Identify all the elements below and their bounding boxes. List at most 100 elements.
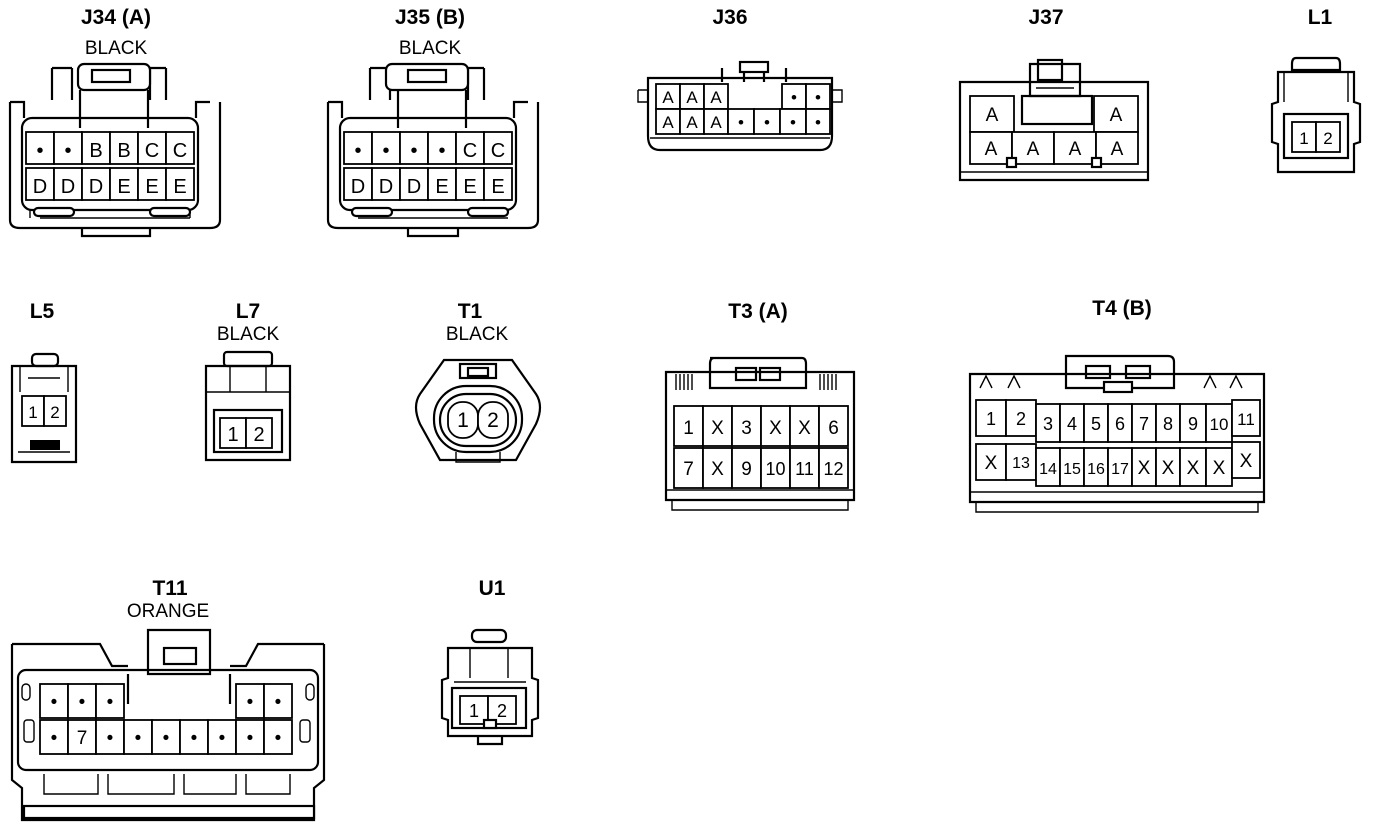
j36-pin: A — [686, 88, 698, 107]
t1-pin-grid: 1 2 — [447, 401, 509, 439]
l7-pin: 2 — [253, 424, 264, 446]
t11-pin: • — [135, 728, 142, 749]
j34-pin: B — [89, 140, 102, 162]
t11-pin: • — [275, 692, 282, 713]
t4-connector-diagram: 1 2 3 4 5 6 7 8 9 10 11 X 13 14 15 16 17… — [968, 354, 1266, 513]
u1-title: U1 — [478, 577, 506, 600]
j34-color: BLACK — [84, 38, 148, 59]
l1-pin: 1 — [1299, 129, 1308, 148]
t4-pin: X — [1240, 451, 1253, 472]
t11-pin: • — [247, 728, 254, 749]
j37-connector-diagram: A A A A A A — [958, 58, 1150, 182]
t4-pin: 7 — [1139, 414, 1149, 434]
l5-title: L5 — [29, 300, 55, 323]
l7-title: L7 — [235, 300, 261, 323]
j36-pin: • — [764, 113, 770, 132]
j35-pin: C — [463, 140, 477, 162]
t3-pin: 11 — [795, 459, 814, 479]
j34-pin: E — [173, 176, 186, 198]
t11-pin: • — [163, 728, 170, 749]
t4-title: T4 (B) — [1092, 297, 1152, 320]
j34-pin: D — [89, 176, 103, 198]
t3-pin: X — [798, 418, 811, 439]
j34-row-2: D D D E E E — [25, 167, 195, 201]
t3-pin: X — [711, 418, 724, 439]
t3-pin: 7 — [683, 459, 694, 480]
t4-pin: 11 — [1237, 410, 1255, 429]
j36-pin: • — [815, 113, 821, 132]
l5-pin: 2 — [50, 403, 59, 422]
t3-pin: 12 — [823, 459, 843, 479]
t4-pin: 16 — [1087, 461, 1105, 478]
t11-pin: • — [107, 692, 114, 713]
j34-title: J34 (A) — [80, 6, 152, 29]
t11-pin-grid: • • • • • • 7 • • • • • • • — [39, 683, 293, 755]
l5-pin-grid: 1 2 — [21, 395, 67, 427]
t4-pin: 8 — [1163, 414, 1173, 434]
t4-pin: 10 — [1210, 415, 1229, 434]
j36-pin-grid: A A A • • A A A • • • • — [655, 83, 831, 135]
t4-pin: 17 — [1111, 461, 1129, 478]
j36-pin: • — [738, 113, 744, 132]
t1-color: BLACK — [445, 324, 509, 345]
j35-pin: • — [382, 140, 389, 162]
t4-pin: 13 — [1012, 455, 1030, 472]
t3-title: T3 (A) — [728, 300, 788, 323]
j35-pin: E — [463, 176, 476, 198]
j37-pin: A — [1111, 139, 1124, 160]
j36-pin: • — [791, 88, 797, 107]
j37-pin-grid: A A A A A A — [969, 95, 1139, 165]
j34-pin: • — [36, 140, 43, 162]
j36-pin: A — [710, 113, 722, 132]
j34-pin: E — [145, 176, 158, 198]
u1-pin: 1 — [469, 701, 479, 721]
l7-color: BLACK — [216, 324, 280, 345]
j35-pin: D — [379, 176, 393, 198]
j35-pin: E — [435, 176, 448, 198]
j37-pin: A — [1110, 105, 1123, 126]
t11-pin: • — [247, 692, 254, 713]
t3-pin: 3 — [741, 418, 752, 439]
j34-connector-diagram: • • B B C C D D D E E E — [8, 62, 222, 238]
t11-pin: • — [219, 728, 226, 749]
t4-pin: 14 — [1039, 461, 1057, 478]
j37-pin: A — [986, 105, 999, 126]
j35-color: BLACK — [398, 38, 462, 59]
t4-pin: X — [1213, 458, 1226, 479]
t11-pin: • — [191, 728, 198, 749]
t11-color: ORANGE — [126, 601, 210, 622]
j37-pin: A — [1069, 139, 1082, 160]
j36-title: J36 — [712, 6, 748, 29]
t11-pin: • — [51, 692, 58, 713]
j34-pin-grid: • • B B C C D D D E E E — [25, 131, 195, 201]
j36-pin: A — [710, 88, 722, 107]
l1-pin: 2 — [1323, 129, 1332, 148]
l1-connector-diagram: 1 2 — [1270, 56, 1362, 174]
j35-title: J35 (B) — [394, 6, 466, 29]
t4-pin: X — [1187, 458, 1200, 479]
j34-pin: E — [117, 176, 130, 198]
t11-pin: • — [275, 728, 282, 749]
t3-pin: 10 — [765, 459, 785, 479]
j35-pin: • — [410, 140, 417, 162]
t11-pin: • — [107, 728, 114, 749]
j35-pin: • — [354, 140, 361, 162]
t11-connector-diagram: • • • • • • 7 • • • • • • • — [10, 628, 326, 822]
j35-connector-diagram: • • • • C C D D D E E E — [326, 62, 540, 238]
j35-pin: D — [407, 176, 421, 198]
j34-pin: • — [64, 140, 71, 162]
j36-pin: A — [662, 113, 674, 132]
j35-pin: • — [438, 140, 445, 162]
j35-pin-grid: • • • • C C D D D E E E — [343, 131, 513, 201]
t11-pin: • — [51, 728, 58, 749]
j35-pin: E — [491, 176, 504, 198]
t4-pin: 5 — [1091, 414, 1101, 434]
j34-pin: C — [173, 140, 187, 162]
l5-connector-diagram: 1 2 — [10, 352, 78, 464]
t11-pin: 7 — [77, 728, 88, 749]
l7-pin: 1 — [227, 424, 238, 446]
j34-pin: B — [117, 140, 130, 162]
t1-pin: 2 — [487, 409, 499, 432]
t4-pin: 3 — [1043, 414, 1053, 434]
t3-pin-grid: 1 X 3 X X 6 7 X 9 10 11 12 — [673, 405, 849, 489]
